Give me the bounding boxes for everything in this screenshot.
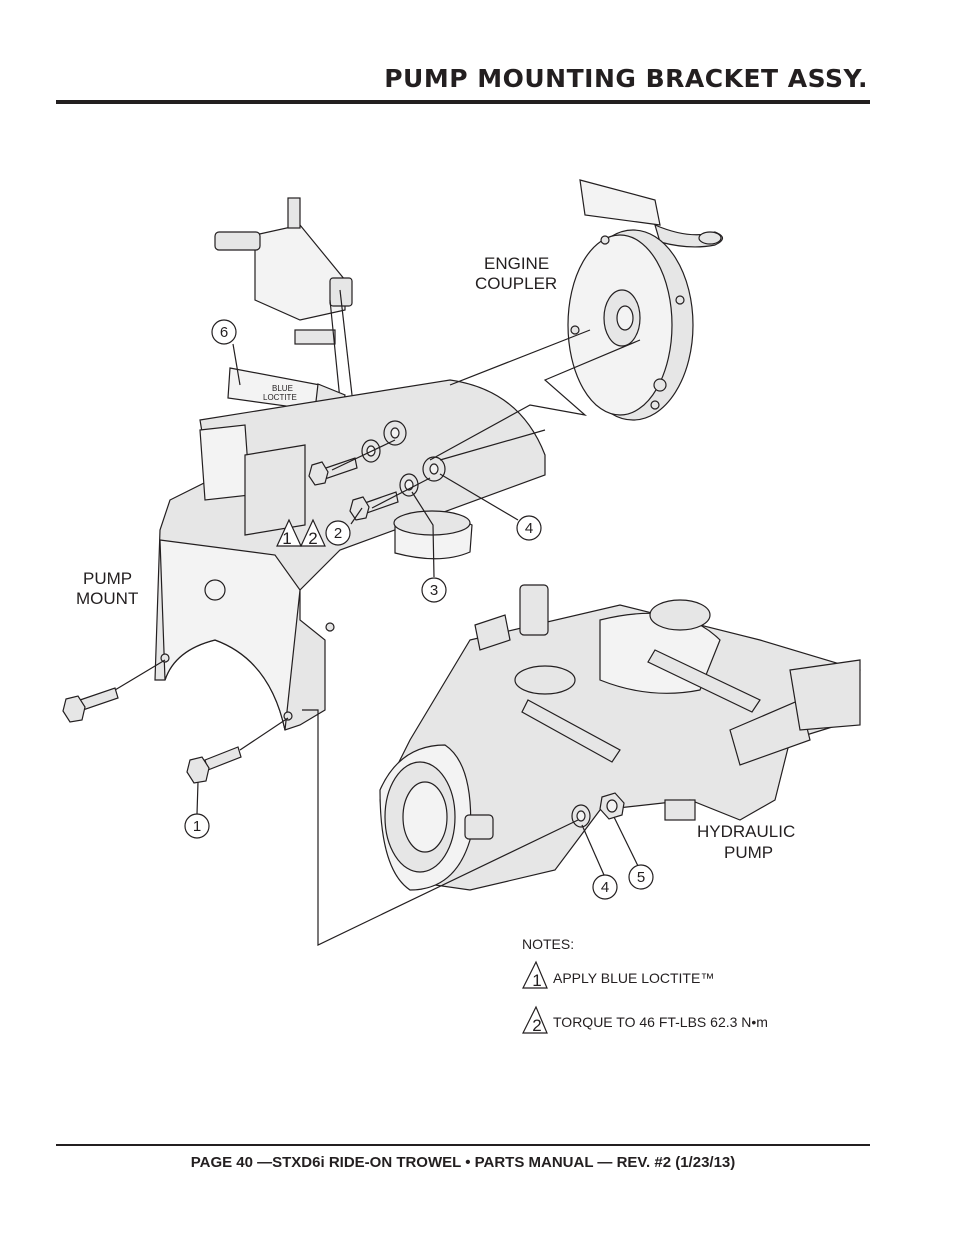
pump-mount-label-line2: MOUNT	[76, 589, 138, 608]
note-2: 2 TORQUE TO 46 FT-LBS 62.3 N•m	[522, 1005, 768, 1035]
note-2-text: TORQUE TO 46 FT-LBS 62.3 N•m	[553, 1014, 768, 1030]
notes-heading: NOTES:	[522, 936, 574, 952]
callout-4-lower: 4	[592, 874, 618, 900]
svg-text:4: 4	[601, 879, 609, 896]
svg-text:3: 3	[430, 582, 438, 599]
svg-text:5: 5	[637, 869, 645, 886]
note-1: 1 APPLY BLUE LOCTITE™	[522, 960, 714, 990]
svg-text:2: 2	[334, 525, 342, 542]
valve-drawing	[214, 197, 353, 401]
warning-mark-2: 2	[300, 518, 326, 548]
header-rule	[56, 100, 870, 104]
callout-6: 6	[211, 319, 237, 345]
hydraulic-pump-label-line2: PUMP	[724, 843, 773, 862]
page-footer: PAGE 40 —STXD6i RIDE-ON TROWEL • PARTS M…	[190, 1154, 736, 1171]
pump-hardware	[571, 792, 625, 828]
tube-text-line2: LOCTITE	[263, 393, 297, 402]
assembly-lines	[114, 329, 641, 946]
svg-text:2: 2	[308, 529, 317, 548]
note-1-text: APPLY BLUE LOCTITE™	[553, 970, 714, 986]
mount-bolts	[62, 687, 242, 784]
hydraulic-pump-drawing	[379, 584, 861, 891]
pump-mount-bracket	[154, 379, 546, 731]
svg-text:6: 6	[220, 324, 228, 341]
page-title: PUMP MOUNTING BRACKET ASSY.	[384, 64, 868, 93]
upper-hardware	[308, 420, 446, 521]
pump-mount-label-line1: PUMP	[83, 569, 132, 588]
callout-2: 2	[325, 520, 351, 546]
callout-5: 5	[628, 864, 654, 890]
callout-1: 1	[184, 813, 210, 839]
engine-coupler-label-line1: ENGINE	[484, 254, 549, 273]
svg-text:4: 4	[525, 520, 533, 537]
callout-4-upper: 4	[516, 515, 542, 541]
callout-leaders	[196, 343, 639, 876]
svg-text:1: 1	[282, 529, 291, 548]
svg-text:1: 1	[193, 818, 201, 835]
hydraulic-pump-label-line1: HYDRAULIC	[697, 822, 795, 841]
footer-rule	[56, 1144, 870, 1146]
callout-3: 3	[421, 577, 447, 603]
engine-coupler-drawing	[567, 179, 724, 421]
note-2-mark: 2	[532, 1016, 541, 1035]
engine-coupler-label-line2: COUPLER	[475, 274, 557, 293]
tube-text-line1: BLUE	[272, 384, 293, 393]
note-1-mark: 1	[532, 971, 541, 990]
warning-mark-1: 1	[276, 518, 302, 548]
